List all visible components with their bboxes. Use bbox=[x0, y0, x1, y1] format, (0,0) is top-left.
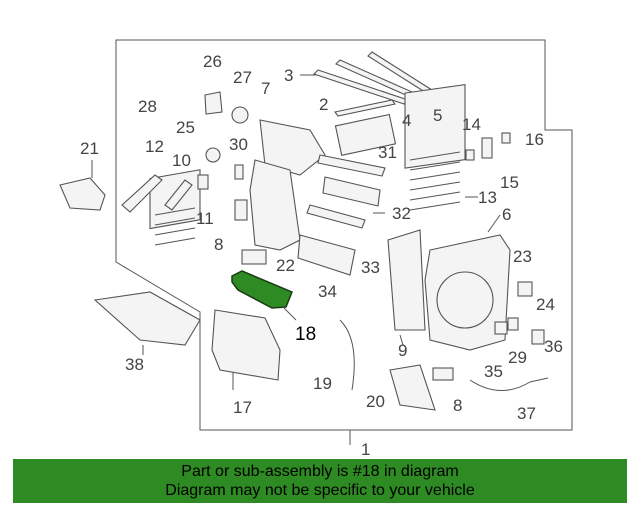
cabin-filter-part-13 bbox=[404, 84, 466, 211]
callout-18: 18 bbox=[295, 324, 316, 345]
callout-5: 5 bbox=[433, 106, 442, 125]
callout-6: 6 bbox=[502, 205, 511, 224]
callout-20: 20 bbox=[366, 392, 385, 411]
callout-14: 14 bbox=[462, 115, 481, 134]
callout-12: 12 bbox=[145, 137, 164, 156]
callout-24: 24 bbox=[536, 295, 555, 314]
blower-housing-part-6 bbox=[387, 229, 511, 351]
heater-core-part-10 bbox=[121, 169, 201, 246]
highlighted-part-18 bbox=[231, 270, 293, 309]
callout-9: 9 bbox=[398, 341, 407, 360]
leader-lines bbox=[91, 74, 501, 445]
callout-15: 15 bbox=[500, 173, 519, 192]
callout-22: 22 bbox=[276, 256, 295, 275]
callout-34: 34 bbox=[318, 282, 337, 301]
callout-29: 29 bbox=[508, 348, 527, 367]
tray-part-38 bbox=[93, 291, 201, 346]
gasket-part-2 bbox=[334, 99, 397, 156]
callout-4: 4 bbox=[402, 111, 411, 130]
callout-31: 31 bbox=[378, 143, 397, 162]
callout-32: 32 bbox=[392, 204, 411, 223]
callout-35: 35 bbox=[484, 362, 503, 381]
callout-8b: 8 bbox=[453, 396, 462, 415]
duct-part-7 bbox=[249, 119, 326, 251]
callout-16: 16 bbox=[525, 130, 544, 149]
callout-30: 30 bbox=[229, 135, 248, 154]
callout-1: 1 bbox=[361, 440, 370, 459]
callout-23: 23 bbox=[513, 247, 532, 266]
callout-37: 37 bbox=[517, 404, 536, 423]
callout-33: 33 bbox=[361, 258, 380, 277]
callout-3: 3 bbox=[284, 66, 293, 85]
seal-strips bbox=[312, 51, 433, 105]
case-lower-part-17 bbox=[211, 309, 281, 381]
callout-26: 26 bbox=[203, 52, 222, 71]
info-banner: Part or sub-assembly is #18 in diagram D… bbox=[13, 459, 627, 503]
callout-28: 28 bbox=[138, 97, 157, 116]
callout-21: 21 bbox=[80, 139, 99, 158]
small-fittings bbox=[59, 91, 549, 411]
callout-38: 38 bbox=[125, 355, 144, 374]
callout-25: 25 bbox=[176, 118, 195, 137]
banner-line-2: Diagram may not be specific to your vehi… bbox=[165, 482, 475, 499]
callout-10: 10 bbox=[172, 151, 191, 170]
callout-8a: 8 bbox=[214, 235, 223, 254]
callout-2: 2 bbox=[319, 95, 328, 114]
callout-labels: 1 2 3 4 5 6 7 8 8 9 10 11 12 13 14 15 16… bbox=[80, 52, 563, 459]
callout-11: 11 bbox=[196, 209, 214, 228]
callout-36: 36 bbox=[544, 337, 563, 356]
callout-17: 17 bbox=[233, 398, 252, 417]
callout-19: 19 bbox=[313, 374, 332, 393]
banner-line-1: Part or sub-assembly is #18 in diagram bbox=[181, 463, 459, 480]
assembly-outline bbox=[115, 39, 573, 431]
callout-7: 7 bbox=[261, 79, 270, 98]
callout-27: 27 bbox=[233, 68, 252, 87]
callout-13: 13 bbox=[478, 188, 497, 207]
